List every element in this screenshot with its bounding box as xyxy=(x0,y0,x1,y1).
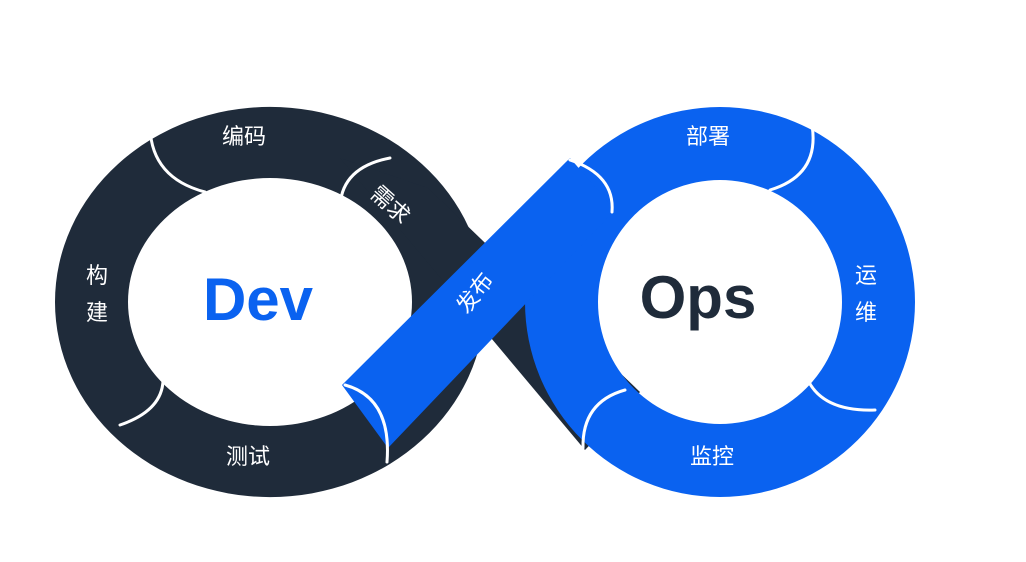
separator-fabu-bushu xyxy=(568,158,614,214)
stage-label-bushu: 部署 xyxy=(686,125,730,150)
stage-label-goujian-1: 构 xyxy=(86,264,108,289)
ops-loop-ring xyxy=(525,107,915,497)
separator-jiankong-dev xyxy=(581,388,627,450)
separator-yunwei-jiankong xyxy=(803,371,877,412)
stage-label-jiankong: 监控 xyxy=(690,445,734,470)
stage-label-yunwei-1: 运 xyxy=(855,264,877,289)
segment-separators xyxy=(118,123,877,464)
ops-cross-band xyxy=(342,158,615,448)
separator-bianma-xuqiu xyxy=(338,156,392,215)
ops-title: Ops xyxy=(640,264,757,331)
stage-label-bianma: 编码 xyxy=(222,125,266,150)
stage-label-yunwei-2: 维 xyxy=(855,301,877,326)
stage-label-goujian-2: 建 xyxy=(86,301,108,326)
separator-bushu-yunwei xyxy=(768,123,815,192)
separator-ceshi-fabu xyxy=(343,383,389,464)
dev-title: Dev xyxy=(203,266,314,333)
ops-loop xyxy=(342,107,915,497)
separator-goujian-ceshi xyxy=(118,366,165,427)
separator-bianma-goujian xyxy=(148,126,207,194)
stage-label-ceshi: 测试 xyxy=(226,445,270,470)
